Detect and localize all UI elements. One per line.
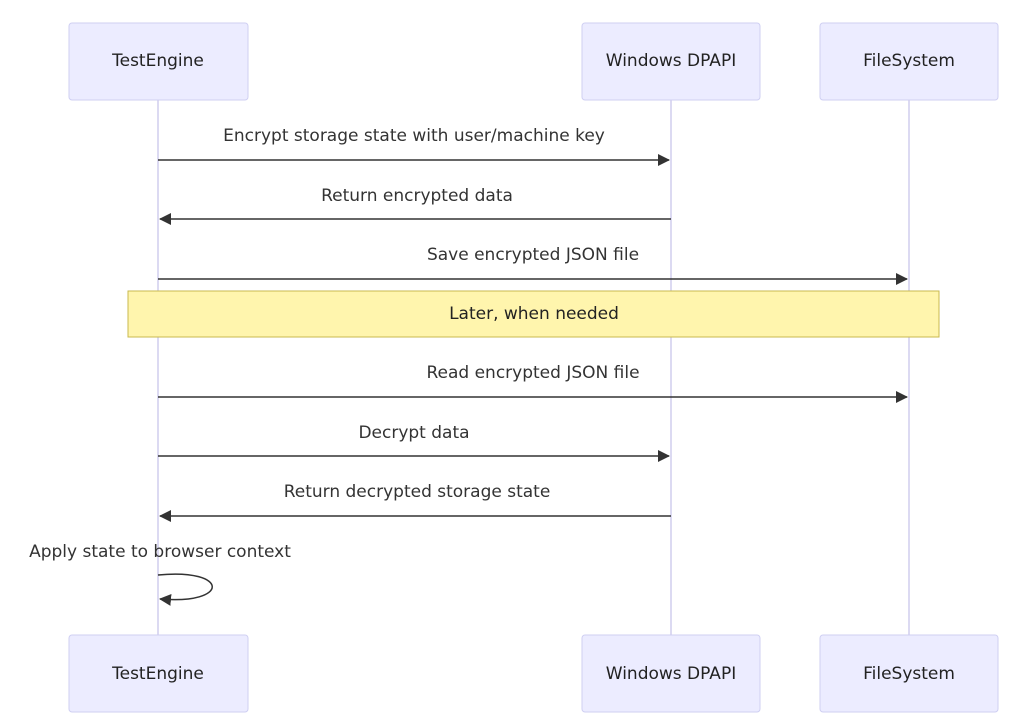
actor-top-testengine: TestEngine [68, 22, 249, 101]
message-label: Decrypt data [358, 423, 469, 443]
message-label: Save encrypted JSON file [427, 245, 639, 265]
message-label: Return decrypted storage state [284, 482, 551, 502]
actor-label: TestEngine [111, 51, 204, 71]
message-label: Apply state to browser context [29, 542, 291, 562]
actor-label: TestEngine [111, 664, 204, 684]
message-label: Encrypt storage state with user/machine … [223, 126, 605, 146]
note: Later, when needed [127, 290, 940, 338]
self-message-arrow [157, 573, 213, 606]
actor-top-filesystem: FileSystem [819, 22, 999, 101]
actor-bottom-windows-dpapi: Windows DPAPI [581, 634, 761, 713]
message-label: Return encrypted data [321, 186, 513, 206]
actor-label: Windows DPAPI [606, 664, 736, 684]
note-text: Later, when needed [449, 304, 619, 324]
actor-bottom-filesystem: FileSystem [819, 634, 999, 713]
actor-bottom-testengine: TestEngine [68, 634, 249, 713]
actor-top-windows-dpapi: Windows DPAPI [581, 22, 761, 101]
actor-label: FileSystem [863, 51, 955, 71]
actor-label: Windows DPAPI [606, 51, 736, 71]
message-label: Read encrypted JSON file [426, 363, 639, 383]
actor-label: FileSystem [863, 664, 955, 684]
